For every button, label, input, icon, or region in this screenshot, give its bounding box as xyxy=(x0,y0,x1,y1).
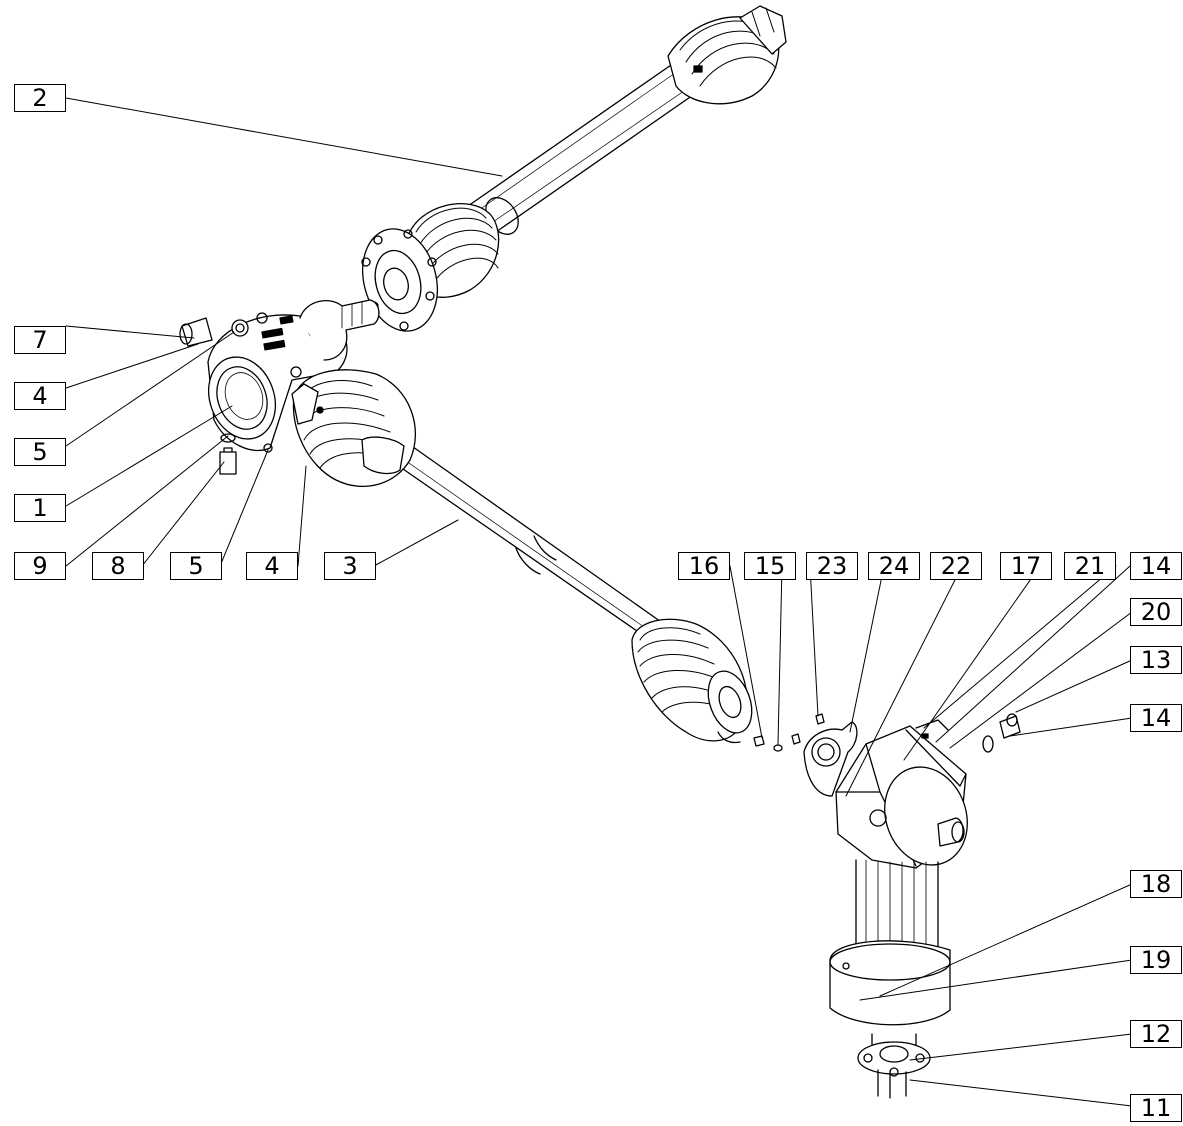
main-shaft-lower-boot xyxy=(631,618,753,744)
callout-15: 15 xyxy=(744,552,796,580)
callout-9: 9 xyxy=(14,552,66,580)
callout-22: 22 xyxy=(930,552,982,580)
callout-20: 20 xyxy=(1130,598,1182,626)
callout-14: 14 xyxy=(1130,552,1182,580)
callout-14-lower: 14 xyxy=(1130,704,1182,732)
lower-yoke-boot xyxy=(361,203,500,332)
callout-24: 24 xyxy=(868,552,920,580)
callout-7: 7 xyxy=(14,326,66,354)
upper-drive-shaft xyxy=(361,5,787,332)
leader-lines xyxy=(65,97,1133,1107)
callout-5: 5 xyxy=(14,438,66,466)
left-gearbox xyxy=(179,299,380,475)
vertical-column xyxy=(829,859,951,1026)
small-fasteners xyxy=(753,713,825,752)
bottom-hub xyxy=(857,1033,931,1099)
callout-18: 18 xyxy=(1130,870,1182,898)
callout-13: 13 xyxy=(1130,646,1182,674)
callout-21: 21 xyxy=(1064,552,1116,580)
callout-17: 17 xyxy=(1000,552,1052,580)
callout-4: 4 xyxy=(14,382,66,410)
upper-yoke-boot xyxy=(667,5,787,105)
callout-5-lower: 5 xyxy=(170,552,222,580)
callout-1: 1 xyxy=(14,494,66,522)
callout-16: 16 xyxy=(678,552,730,580)
callout-11: 11 xyxy=(1130,1094,1182,1122)
callout-8: 8 xyxy=(92,552,144,580)
main-drive-shaft xyxy=(291,369,753,744)
callout-2: 2 xyxy=(14,84,66,112)
right-gearbox xyxy=(803,713,1021,869)
main-shaft-upper-boot xyxy=(291,369,417,488)
callout-23: 23 xyxy=(806,552,858,580)
callout-3: 3 xyxy=(324,552,376,580)
callout-12: 12 xyxy=(1130,1020,1182,1048)
callout-4-lower: 4 xyxy=(246,552,298,580)
callout-19: 19 xyxy=(1130,946,1182,974)
